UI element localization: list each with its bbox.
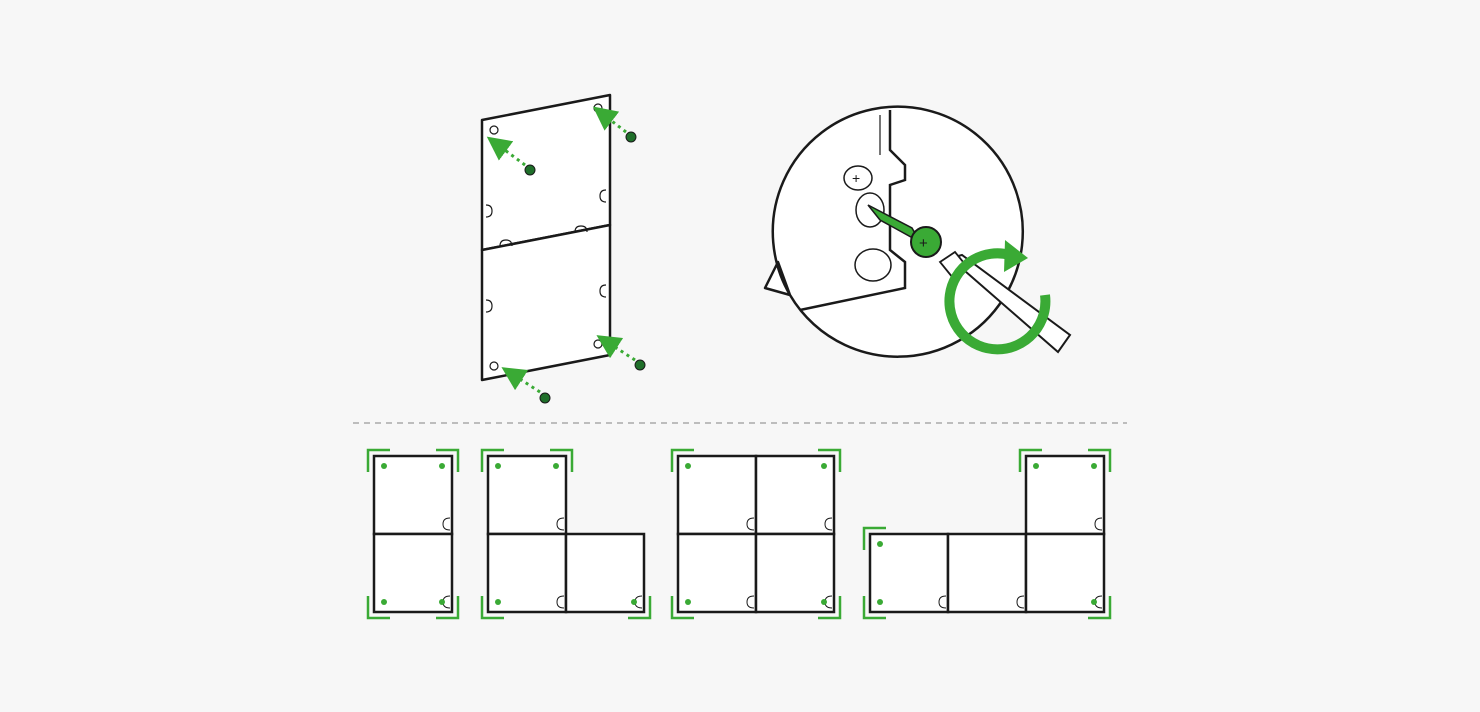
panel-notch bbox=[938, 595, 947, 609]
module-panel bbox=[676, 454, 758, 536]
panel-notch bbox=[556, 595, 565, 609]
corner-bracket bbox=[628, 596, 652, 620]
screw-icon bbox=[1091, 599, 1097, 605]
corner-bracket bbox=[818, 596, 842, 620]
layout-options bbox=[366, 448, 1112, 620]
screw-icon: + bbox=[867, 204, 942, 258]
screw-icon bbox=[685, 599, 691, 605]
module-panel bbox=[754, 532, 836, 614]
corner-bracket bbox=[670, 596, 694, 620]
corner-bracket bbox=[670, 448, 694, 472]
layout-L-3 bbox=[480, 448, 652, 620]
module-panel bbox=[486, 454, 568, 536]
screw-icon bbox=[877, 599, 883, 605]
module-panel bbox=[676, 532, 758, 614]
corner-bracket bbox=[550, 448, 574, 472]
corner-bracket bbox=[1088, 596, 1112, 620]
step-tighten-closeup: + + bbox=[763, 105, 1072, 358]
plate-edge bbox=[799, 110, 907, 312]
corner-bracket bbox=[862, 526, 886, 550]
panel-notch bbox=[1094, 517, 1103, 531]
panel-notch bbox=[1016, 595, 1025, 609]
screw-icon bbox=[877, 541, 883, 547]
step-mount-panels bbox=[480, 93, 646, 404]
module-panel bbox=[946, 532, 1028, 614]
corner-bracket bbox=[436, 448, 460, 472]
screw-icon bbox=[685, 463, 691, 469]
corner-bracket bbox=[1088, 448, 1112, 472]
lower-mounting-plate bbox=[480, 223, 612, 382]
corner-bracket bbox=[436, 596, 460, 620]
screw-icon bbox=[439, 599, 445, 605]
corner-bracket bbox=[366, 448, 390, 472]
mounting-holes bbox=[843, 165, 892, 282]
module-panel bbox=[486, 532, 568, 614]
screw-icon bbox=[1091, 463, 1097, 469]
panel-notch bbox=[442, 517, 451, 531]
screw-icon bbox=[821, 599, 827, 605]
screw-icon bbox=[631, 599, 637, 605]
panel-notch bbox=[824, 517, 833, 531]
screw-arrows bbox=[486, 106, 636, 394]
stacked-mounting-panels bbox=[480, 93, 612, 382]
module-panel bbox=[372, 532, 454, 614]
corner-bracket bbox=[480, 448, 504, 472]
corner-bracket bbox=[818, 448, 842, 472]
module-panel bbox=[754, 454, 836, 536]
corner-bracket bbox=[862, 596, 886, 620]
panel-notch bbox=[746, 595, 755, 609]
screw-icon bbox=[381, 599, 387, 605]
screw-icon bbox=[495, 463, 501, 469]
layout-square-4 bbox=[670, 448, 842, 620]
module-panel bbox=[1024, 532, 1106, 614]
screw-icon bbox=[495, 599, 501, 605]
callout-bubble bbox=[763, 105, 1025, 358]
screw-icon bbox=[553, 463, 559, 469]
corner-bracket bbox=[480, 596, 504, 620]
screw-head-cross: + bbox=[919, 235, 928, 252]
clockwise-arrow-icon bbox=[944, 240, 1051, 355]
panel-notch bbox=[556, 517, 565, 531]
layout-vertical-2 bbox=[366, 448, 460, 620]
screw-icon bbox=[524, 131, 646, 404]
screw-icon bbox=[439, 463, 445, 469]
upper-mounting-plate bbox=[480, 93, 612, 252]
screw-icon bbox=[1033, 463, 1039, 469]
cross-mark: + bbox=[852, 170, 860, 186]
screw-icon bbox=[381, 463, 387, 469]
module-panel bbox=[564, 532, 646, 614]
layout-reverse-L-4 bbox=[862, 448, 1112, 620]
panel-notch bbox=[746, 517, 755, 531]
screw-icon bbox=[821, 463, 827, 469]
module-panel bbox=[1024, 454, 1106, 536]
module-panel bbox=[372, 454, 454, 536]
corner-bracket bbox=[366, 596, 390, 620]
corner-bracket bbox=[1018, 448, 1042, 472]
